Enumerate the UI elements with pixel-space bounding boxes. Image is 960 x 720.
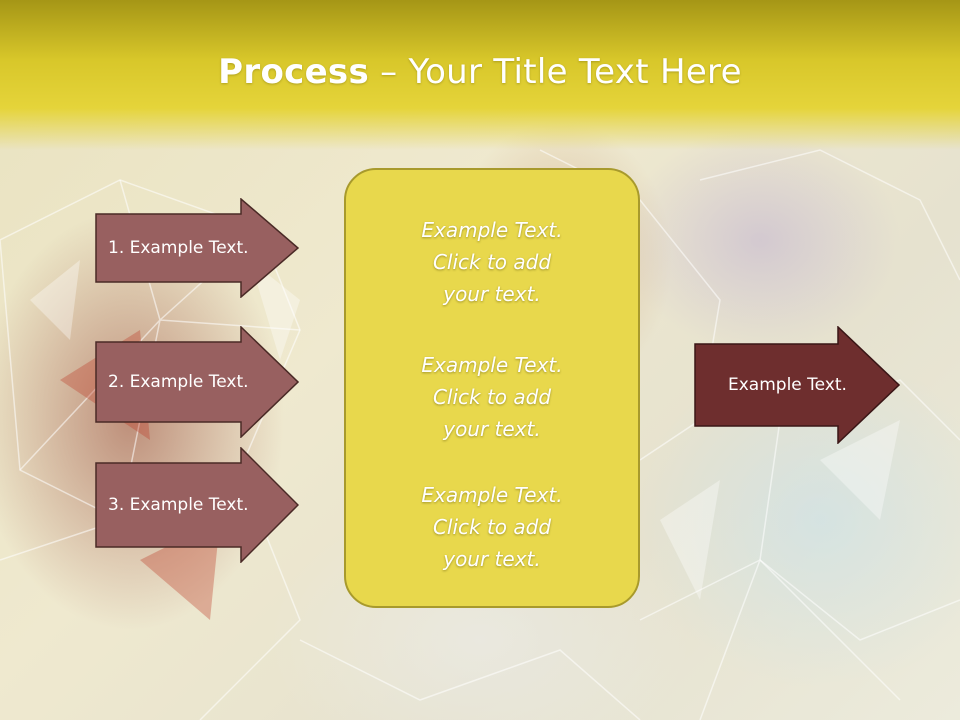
- center-text-box[interactable]: Example Text. Click to add your text. Ex…: [344, 168, 640, 608]
- arrow-shape: [95, 198, 299, 298]
- block-line: your text.: [443, 417, 541, 441]
- arrow-shape: [95, 447, 299, 563]
- step-label-2: 2. Example Text.: [108, 372, 249, 392]
- title-bold: Process: [218, 52, 370, 92]
- block-line: Click to add: [432, 385, 552, 409]
- block-line: Click to add: [432, 250, 552, 274]
- center-block-2: Example Text. Click to add your text.: [346, 349, 638, 445]
- block-line: your text.: [443, 282, 541, 306]
- step-label-3: 3. Example Text.: [108, 495, 249, 515]
- slide-title[interactable]: Process – Your Title Text Here: [0, 52, 960, 92]
- step-arrow-3[interactable]: 3. Example Text.: [95, 447, 299, 563]
- block-line: Example Text.: [421, 353, 563, 377]
- step-arrow-1[interactable]: 1. Example Text.: [95, 198, 299, 298]
- block-line: your text.: [443, 547, 541, 571]
- block-line: Example Text.: [421, 218, 563, 242]
- title-band: [0, 0, 960, 150]
- title-rest: – Your Title Text Here: [369, 52, 742, 92]
- block-line: Example Text.: [421, 483, 563, 507]
- step-arrow-2[interactable]: 2. Example Text.: [95, 326, 299, 438]
- arrow-shape: [95, 326, 299, 438]
- center-block-1: Example Text. Click to add your text.: [346, 214, 638, 310]
- result-label: Example Text.: [728, 375, 847, 395]
- step-label-1: 1. Example Text.: [108, 238, 249, 258]
- block-line: Click to add: [432, 515, 552, 539]
- arrow-shape: [694, 326, 900, 444]
- result-arrow[interactable]: Example Text.: [694, 326, 900, 444]
- center-block-3: Example Text. Click to add your text.: [346, 479, 638, 575]
